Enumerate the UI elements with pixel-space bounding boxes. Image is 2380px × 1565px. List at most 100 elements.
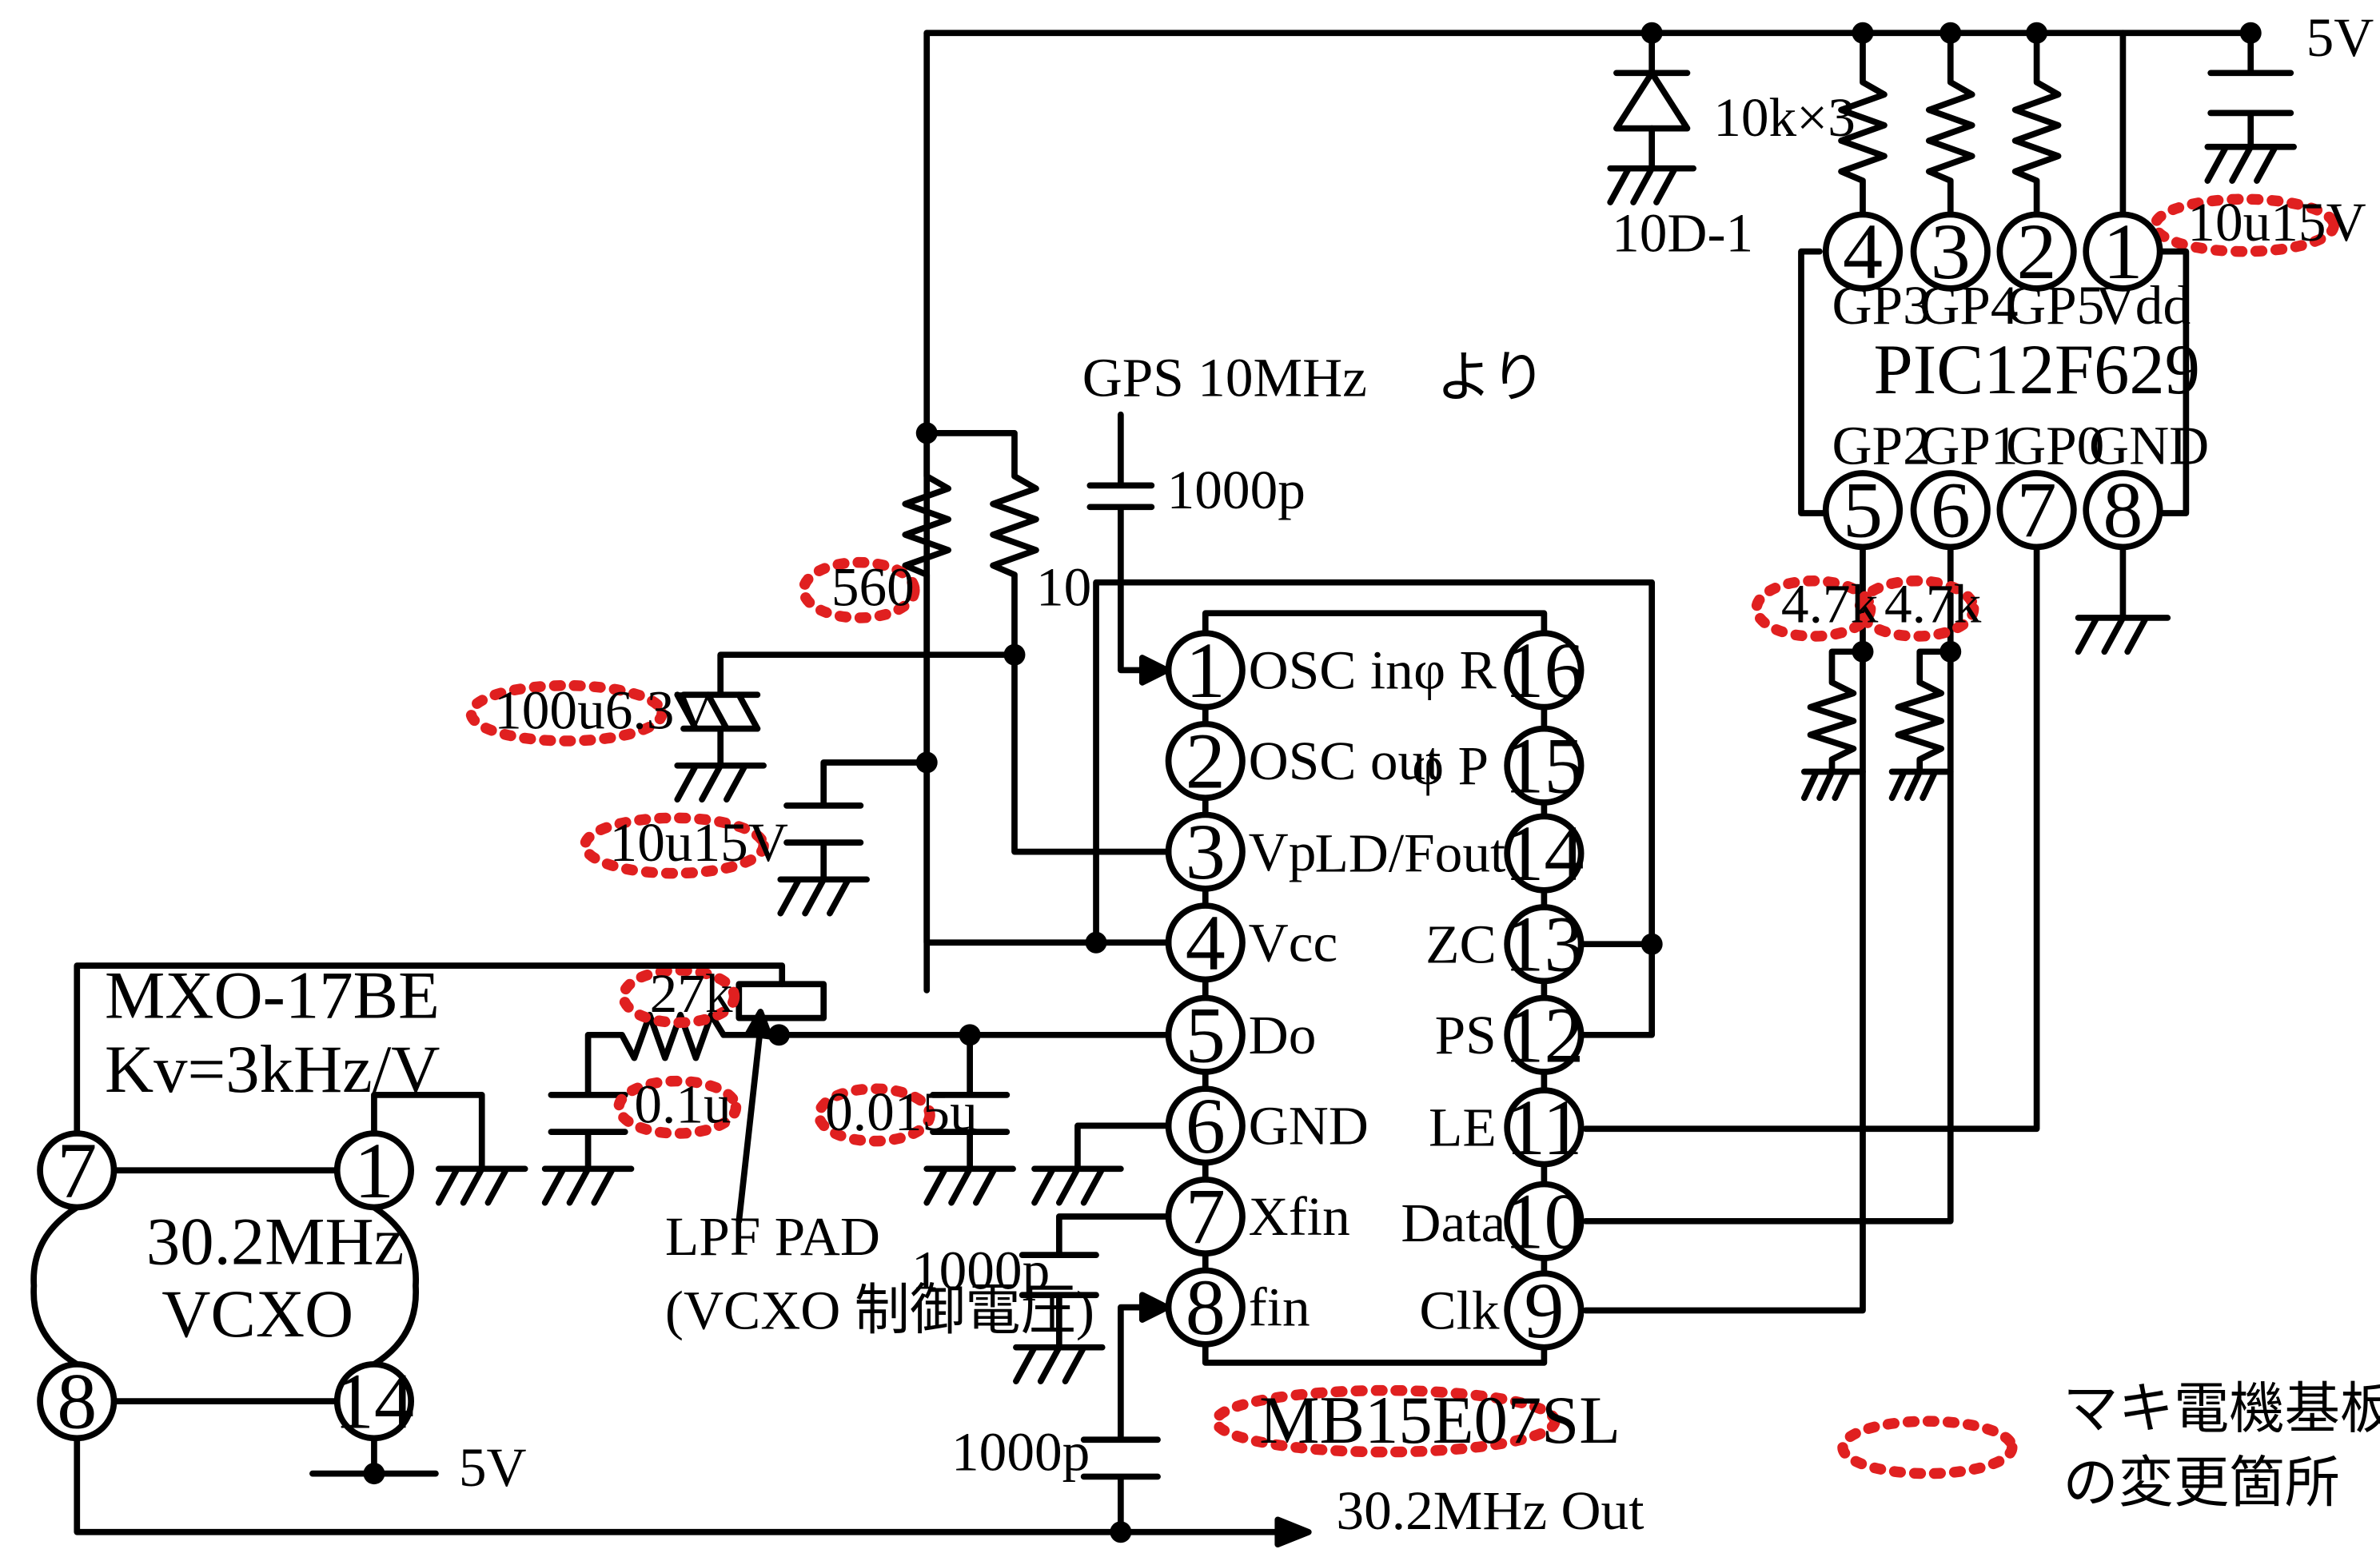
diode-10d1: 10k×3 10D-1 xyxy=(1607,30,1856,264)
pic-pin-num: 2 xyxy=(2017,207,2057,296)
pic-ground xyxy=(2075,544,2171,655)
vcxo-pin-num: 1 xyxy=(354,1126,394,1215)
cap-fin-label: 1000p xyxy=(951,1421,1090,1483)
pll-pin-num: 16 xyxy=(1504,626,1584,715)
resistor-vp-label: 10 xyxy=(1036,556,1091,618)
pic-chip: PIC12F629 4 3 2 1 GP3 GP4 GP5 Vdd 5 6 7 … xyxy=(1798,207,2209,555)
gps-input: GPS 10MHz より 1000p xyxy=(1082,347,1546,686)
pll-pin-num: 7 xyxy=(1186,1173,1226,1261)
cap-vdd: 10u15V xyxy=(2150,30,2366,257)
cap-xfin: 1000p xyxy=(911,1213,1172,1384)
pll-pin-label: Vcc xyxy=(1249,911,1338,973)
pll-pin-label: Do xyxy=(1249,1004,1317,1065)
resistor-gp1-label: 4.7k xyxy=(1884,573,1982,635)
pll-pin-num: 15 xyxy=(1504,721,1584,810)
vp-vcc-resistors: 560 10 xyxy=(798,422,1172,946)
changed-marker xyxy=(2150,193,2339,257)
pic-pin-num: 8 xyxy=(2103,466,2143,555)
pic-pin-num: 1 xyxy=(2103,207,2143,296)
changed-marker xyxy=(1854,575,1979,642)
vcxo-module: MXO-17BE Kv=3kHz/V 7 1 8 14 30.2MHz VCXO… xyxy=(30,959,786,1498)
diode-label: 10D-1 xyxy=(1612,202,1753,264)
pll-pin-num: 14 xyxy=(1504,809,1584,898)
pic-pin-num: 4 xyxy=(1843,207,1883,296)
cap-vdd-label: 10u15V xyxy=(2187,191,2366,253)
pullup-resistors xyxy=(1838,30,2127,225)
loop-filter: 0.015u 27k 0.1u LPF PAD (VCXO 制御電圧) xyxy=(541,962,1172,1341)
cap-vp-vcc: 100u6.3V 10u15V xyxy=(465,651,1018,917)
pll-pin-label: GND xyxy=(1249,1095,1369,1157)
pic-pin-label: GP1 xyxy=(1920,414,2018,476)
pll-pin-num: 4 xyxy=(1186,898,1226,987)
pll-pin-label: Vp xyxy=(1249,821,1317,882)
changed-marker xyxy=(613,1075,742,1139)
pll-name: MB15E07SL xyxy=(1259,1384,1621,1458)
changed-marker xyxy=(1751,575,1876,642)
pll-pin-num: 5 xyxy=(1186,990,1226,1079)
cap-vp-label: 100u6.3V xyxy=(494,679,714,741)
pll-pin-num: 2 xyxy=(1186,717,1226,806)
changed-marker xyxy=(1210,1384,1561,1458)
pll-pin-label: fin xyxy=(1249,1276,1310,1338)
pll-pin-num: 12 xyxy=(1504,990,1584,1079)
cap-do-label: 0.015u xyxy=(825,1081,978,1142)
legend-line1: マキ電機基板から xyxy=(2063,1378,2380,1440)
pic-pin-num: 3 xyxy=(1931,207,1971,296)
pll-pin-label: ZC xyxy=(1425,913,1497,974)
cap-lpf-label: 0.1u xyxy=(634,1073,731,1135)
pll-pin-label: φ R xyxy=(1413,639,1497,701)
pll-pin-label: OSC out xyxy=(1249,730,1441,791)
changed-marker xyxy=(618,965,740,1029)
pic-pin-num: 6 xyxy=(1931,466,1971,555)
pic-pin-label: GP4 xyxy=(1920,274,2018,336)
pll-pin-num: 10 xyxy=(1504,1177,1584,1265)
pic-name: PIC12F629 xyxy=(1873,331,2199,409)
changed-marker xyxy=(465,679,668,747)
pll-pin-num: 13 xyxy=(1504,900,1584,989)
pll-pin-label: PS xyxy=(1435,1004,1497,1065)
gps-input-label: GPS 10MHz より xyxy=(1082,347,1546,408)
vcxo-pin-num: 7 xyxy=(57,1126,97,1215)
pll-pin-label: φ P xyxy=(1412,735,1489,796)
pll-pin-num: 3 xyxy=(1186,807,1226,896)
vcxo-type: VCXO xyxy=(161,1277,353,1352)
pll-pin-num: 1 xyxy=(1186,626,1226,715)
output-label: 30.2MHz Out xyxy=(1336,1479,1644,1541)
legend: マキ電機基板から の変更箇所 xyxy=(1837,1378,2380,1513)
pll-pin-label: Xfin xyxy=(1249,1185,1350,1247)
pic-pin-label: GP2 xyxy=(1832,414,1930,476)
changed-marker xyxy=(798,556,920,623)
vcxo-module-name: MXO-17BE xyxy=(105,959,440,1033)
changed-marker xyxy=(579,812,769,879)
resistor-lpf-label: 27k xyxy=(650,962,733,1024)
lpf-pad-label: LPF PAD xyxy=(665,1205,880,1267)
pll-pin-label: OSC in xyxy=(1249,639,1413,701)
cap-xfin-label: 1000p xyxy=(911,1240,1050,1301)
pic-pin-num: 5 xyxy=(1843,466,1883,555)
pic-pin-label: GND xyxy=(2089,414,2209,476)
resistor-vcc-label: 560 xyxy=(831,556,915,618)
vcxo-pin-num: 14 xyxy=(334,1357,414,1446)
vcxo-supply-label: 5V xyxy=(459,1436,527,1498)
cap-fin-output: 1000p 30.2MHz Out xyxy=(74,1292,1644,1548)
resistor-gp2-label: 4.7k xyxy=(1781,573,1879,635)
pic-pin-label: GP5 xyxy=(2006,274,2104,336)
pll-chip: 1 2 3 4 5 6 7 8 16 15 14 13 12 11 10 9 O… xyxy=(1165,610,1621,1458)
legend-line2: の変更箇所 xyxy=(2063,1452,2340,1513)
pic-pin-label: GP0 xyxy=(2006,414,2104,476)
pll-pin-label: Clk xyxy=(1419,1280,1499,1341)
vcxo-freq: 30.2MHz xyxy=(146,1205,404,1280)
pic-pin-label: Vdd xyxy=(2095,274,2191,336)
pll-pin-label: LE xyxy=(1429,1096,1497,1157)
pll-pin-num: 6 xyxy=(1186,1081,1226,1170)
legend-marker xyxy=(1837,1416,2018,1479)
pll-pin-num: 11 xyxy=(1505,1083,1582,1172)
pll-pin-label: Data xyxy=(1401,1192,1505,1253)
pic-pin-num: 7 xyxy=(2017,466,2057,555)
pll-pin-num: 9 xyxy=(1524,1266,1564,1355)
pic-gpio-wiring: 4.7k 4.7k xyxy=(1582,544,2040,1314)
pll-pin-label: LD/Fout xyxy=(1314,822,1505,884)
pll-ground xyxy=(1031,1122,1172,1206)
rail-5v-label: 5V xyxy=(2306,6,2374,68)
